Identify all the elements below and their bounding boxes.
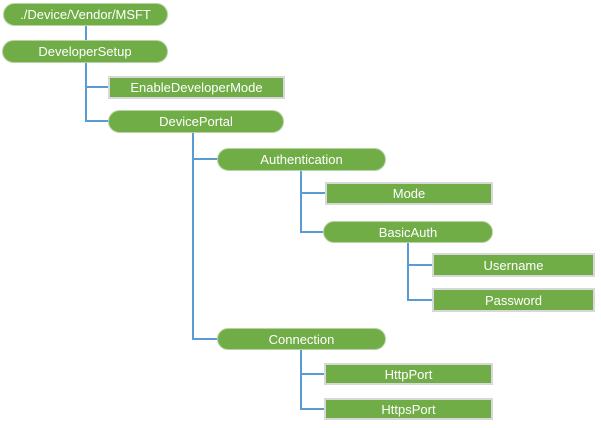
node-basic-auth-label: BasicAuth: [378, 224, 438, 240]
node-https-port-label: HttpsPort: [381, 401, 436, 417]
connector-branch-password: [407, 299, 433, 301]
node-https-port: HttpsPort: [324, 398, 493, 420]
node-password: Password: [432, 288, 595, 312]
connector-branch-basicauth: [300, 231, 324, 233]
node-username-label: Username: [483, 257, 544, 273]
connector-connection-trunk: [300, 350, 302, 410]
node-connection-label: Connection: [268, 331, 335, 347]
connector-branch-httpsport: [300, 408, 325, 410]
connector-basicauth-trunk: [407, 243, 409, 301]
node-device-portal: DevicePortal: [108, 110, 284, 133]
node-username: Username: [432, 253, 595, 277]
node-mode: Mode: [325, 182, 493, 205]
node-mode-label: Mode: [392, 186, 426, 201]
node-password-label: Password: [484, 292, 543, 308]
connector-branch-enabledevelopermode: [85, 86, 109, 88]
connector-authentication-trunk: [300, 171, 302, 233]
node-authentication-label: Authentication: [260, 152, 343, 167]
node-enable-developer-mode: EnableDeveloperMode: [108, 76, 285, 99]
node-http-port-label: HttpPort: [384, 366, 433, 382]
connector-deviceportal-trunk: [192, 133, 194, 340]
node-basic-auth: BasicAuth: [323, 221, 493, 243]
connector-root-to-developersetup: [85, 26, 87, 40]
connector-branch-mode: [300, 192, 326, 194]
node-developer-setup-label: DeveloperSetup: [38, 44, 132, 59]
node-root: ./Device/Vendor/MSFT: [3, 3, 168, 26]
node-enable-developer-mode-label: EnableDeveloperMode: [130, 80, 263, 95]
connector-branch-deviceportal: [85, 120, 109, 122]
connector-developersetup-trunk: [85, 63, 87, 122]
node-device-portal-label: DevicePortal: [159, 114, 233, 129]
connector-branch-connection: [192, 338, 218, 340]
node-connection: Connection: [217, 328, 386, 350]
connector-branch-username: [407, 264, 433, 266]
connector-branch-httpport: [300, 373, 325, 375]
connector-branch-authentication: [192, 158, 218, 160]
node-developer-setup: DeveloperSetup: [2, 40, 168, 63]
node-root-label: ./Device/Vendor/MSFT: [20, 7, 151, 22]
node-authentication: Authentication: [217, 148, 386, 171]
node-http-port: HttpPort: [324, 363, 493, 385]
